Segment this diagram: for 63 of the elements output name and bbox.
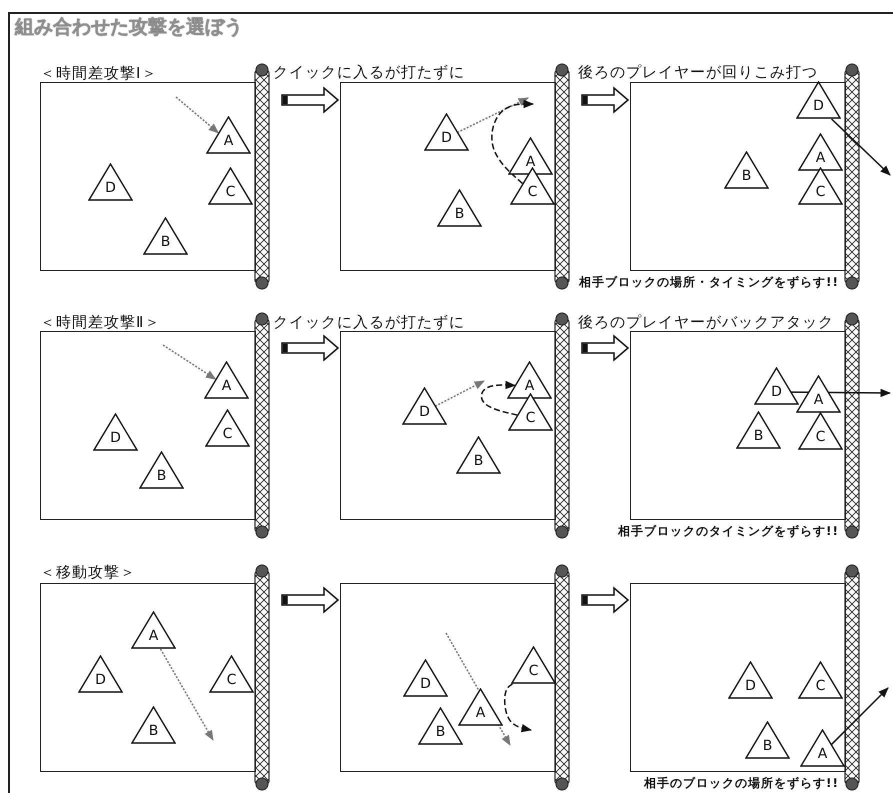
movement-arrow	[176, 96, 220, 134]
section-heading: ＜移動攻撃＞	[40, 563, 136, 581]
movement-arrow	[831, 118, 891, 176]
court	[630, 331, 846, 520]
player-triangle: A	[508, 137, 553, 175]
player-triangle: B	[724, 151, 769, 189]
player-triangle: C	[798, 661, 843, 699]
player-triangle: B	[418, 707, 463, 745]
player-triangle: A	[131, 611, 176, 649]
player-triangle: D	[728, 661, 773, 699]
player-triangle: B	[139, 451, 184, 489]
player-triangle: D	[754, 367, 799, 405]
movement-arrow	[434, 380, 485, 407]
player-triangle: C	[798, 167, 843, 205]
court	[340, 331, 556, 520]
player-triangle: A	[796, 375, 841, 413]
player-triangle: B	[736, 411, 781, 449]
step-caption: 後ろのプレイヤーが回りこみ打つ	[578, 63, 818, 81]
player-triangle: A	[507, 361, 552, 399]
court	[40, 331, 256, 520]
step-caption: 後ろのプレイヤーがバックアタック	[578, 313, 834, 331]
step-caption: クイックに入るが打たずに	[273, 313, 465, 331]
section-heading: ＜時間差攻撃Ⅱ＞	[40, 313, 160, 331]
title: 組み合わせた攻撃を選ぼう	[15, 15, 243, 40]
movement-arrow	[480, 380, 518, 416]
movement-arrow	[162, 344, 216, 380]
player-triangle: C	[205, 409, 250, 447]
court	[40, 82, 256, 271]
player-triangle: C	[208, 167, 253, 205]
court	[630, 82, 846, 271]
player-triangle: A	[800, 729, 845, 767]
player-triangle: A	[204, 361, 249, 399]
player-triangle: D	[78, 655, 123, 693]
player-triangle: D	[424, 113, 469, 151]
court	[340, 583, 556, 772]
player-triangle: C	[798, 412, 843, 450]
movement-arrow	[456, 97, 529, 134]
player-triangle: C	[511, 646, 556, 684]
movement-arrow	[491, 100, 534, 184]
movement-arrow	[504, 683, 532, 732]
player-triangle: B	[456, 436, 501, 474]
player-triangle: A	[798, 133, 843, 171]
step-caption: クイックに入るが打たずに	[273, 63, 465, 81]
player-triangle: A	[458, 688, 503, 726]
player-triangle: B	[745, 721, 790, 759]
player-triangle: D	[88, 163, 133, 201]
court	[340, 82, 556, 271]
movement-arrow	[160, 648, 214, 741]
player-triangle: B	[143, 217, 188, 255]
court	[630, 583, 846, 772]
player-triangle: C	[508, 393, 553, 431]
section-heading: ＜時間差攻撃Ⅰ＞	[40, 64, 158, 82]
player-triangle: B	[437, 189, 482, 227]
player-triangle: C	[209, 655, 254, 693]
movement-arrow	[830, 687, 889, 746]
player-triangle: C	[510, 167, 555, 205]
player-triangle: D	[93, 413, 138, 451]
player-triangle: D	[403, 659, 448, 697]
player-triangle: D	[796, 81, 841, 119]
player-triangle: B	[131, 706, 176, 744]
player-triangle: A	[206, 116, 251, 154]
player-triangle: D	[402, 387, 447, 425]
court	[40, 583, 256, 772]
